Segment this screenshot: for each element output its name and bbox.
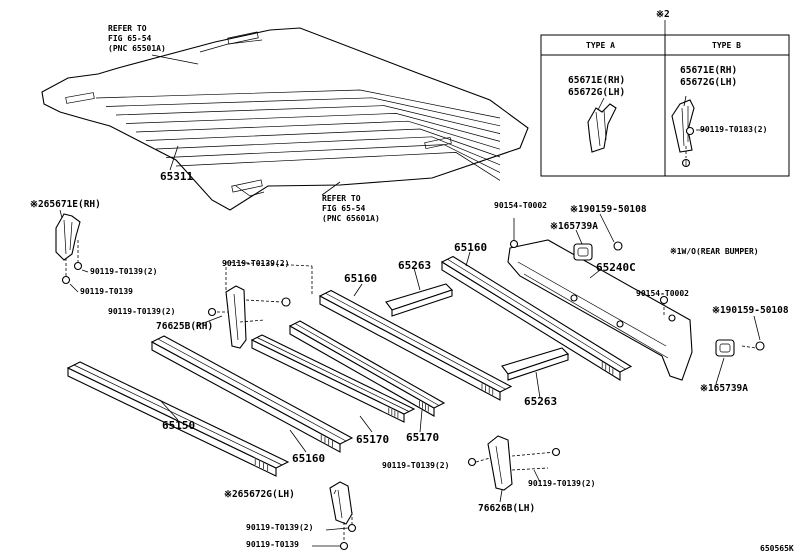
part-number-65160-c: 65160 bbox=[292, 452, 326, 465]
leader-65160-b bbox=[465, 251, 471, 267]
part-number-65150: 65150 bbox=[162, 419, 196, 432]
nut-label-mid: 90154-T0002 bbox=[636, 289, 689, 298]
leader-65160-a bbox=[353, 283, 363, 297]
bolt-label-mid-side: 90119-T0139(2) bbox=[108, 307, 176, 316]
part-number-65263-b: 65263 bbox=[524, 395, 558, 408]
type-a-header: TYPE A bbox=[586, 41, 615, 50]
floor-rib bbox=[115, 105, 501, 134]
nut-icon bbox=[509, 239, 669, 305]
part-number-65263-a: 65263 bbox=[398, 259, 432, 272]
hex-bolt-icon bbox=[681, 126, 695, 168]
hex-bolt-icon bbox=[467, 447, 561, 467]
leader-65311 bbox=[169, 145, 179, 171]
part-number-65160-b: 65160 bbox=[454, 241, 488, 254]
leader-65170-b bbox=[419, 409, 423, 433]
type-b-part-lh: 65672G(LH) bbox=[680, 77, 738, 88]
rail-65150 bbox=[66, 361, 290, 477]
bolt-label-90159-mid: ※190159-50108 bbox=[712, 305, 789, 316]
bracket-icon bbox=[225, 285, 247, 349]
type-b-bolt: 90119-T0183(2) bbox=[700, 125, 768, 134]
floor-rib bbox=[155, 136, 501, 166]
nut-label-top: 90154-T0002 bbox=[494, 201, 547, 210]
cross-member-65263-upper bbox=[385, 283, 454, 317]
type-table bbox=[540, 20, 790, 177]
hex-bolt-icon bbox=[207, 297, 291, 317]
type-b-header: TYPE B bbox=[712, 41, 741, 50]
part-number-65160-a: 65160 bbox=[344, 272, 378, 285]
bracket-icon bbox=[587, 103, 617, 153]
bracket-icon bbox=[55, 213, 81, 261]
bolt-label-bottom-left: 90119-T0139(2) bbox=[382, 461, 450, 470]
floor-rib bbox=[145, 128, 501, 158]
bolt-label-bottom-1: 90119-T0139 bbox=[246, 540, 299, 549]
hex-bolt-icon bbox=[61, 261, 83, 285]
hex-bolt-icon bbox=[339, 523, 357, 551]
bolt-label-bottom-right: 90119-T0139(2) bbox=[528, 479, 596, 488]
rear-sill-65240c bbox=[507, 239, 693, 381]
type-a-part-lh: 65672G(LH) bbox=[568, 87, 626, 98]
type-a-part-rh: 65671E(RH) bbox=[568, 75, 626, 86]
bracket-76625b-label: 76625B(RH) bbox=[156, 321, 214, 332]
figure-code: 650565K bbox=[760, 544, 794, 553]
cross-member-65263-lower bbox=[501, 347, 570, 381]
bolt-label-90159-top: ※190159-50108 bbox=[570, 204, 647, 215]
leader-65150 bbox=[159, 399, 179, 421]
floor-rib bbox=[175, 152, 501, 181]
stopper-label-top: ※165739A bbox=[550, 221, 598, 232]
bracket-icon bbox=[487, 435, 513, 491]
leader-refer-bottom bbox=[321, 181, 341, 196]
leader-refer-top bbox=[151, 54, 199, 65]
bolt-label-bottom-2: 90119-T0139(2) bbox=[246, 523, 314, 532]
floor-rib bbox=[135, 120, 501, 150]
type-b-part-rh: 65671E(RH) bbox=[680, 65, 738, 76]
floor-rib bbox=[105, 97, 501, 127]
part-number-65240c: 65240C bbox=[596, 261, 636, 274]
stopper-label-mid: ※165739A bbox=[700, 383, 748, 394]
leader-65160-c bbox=[289, 429, 307, 453]
rail-65170-b bbox=[288, 320, 446, 417]
bolt-label-mid-top: 90119-T0139(2) bbox=[222, 259, 290, 268]
bracket-lh-label: ※265672G(LH) bbox=[224, 489, 295, 500]
refer-note-top: REFER TO FIG 65-54 (PNC 65501A) bbox=[108, 24, 166, 53]
part-number-65170-b: 65170 bbox=[406, 431, 440, 444]
refer-note-bottom: REFER TO FIG 65-54 (PNC 65601A) bbox=[322, 194, 380, 223]
bolt-label-left-2: 90119-T0139(2) bbox=[90, 267, 158, 276]
rubber-stopper-icon bbox=[573, 243, 735, 357]
bracket-icon bbox=[671, 99, 695, 153]
bracket-76626b-label: 76626B(LH) bbox=[478, 503, 536, 514]
floor-rib bbox=[125, 113, 501, 142]
part-number-65170-a: 65170 bbox=[356, 433, 390, 446]
note-2-marker: ※2 bbox=[656, 9, 670, 20]
rail-65160-front bbox=[150, 335, 354, 453]
bracket-rh-label: ※265671E(RH) bbox=[30, 199, 101, 210]
floor-panel-65311 bbox=[41, 27, 529, 211]
rail-65160-mid bbox=[318, 289, 513, 401]
leader-65170-a bbox=[359, 415, 373, 433]
rail-65170-a bbox=[250, 334, 416, 423]
hex-bolt-icon bbox=[613, 241, 765, 351]
note-1-without-rear-bumper: ※1W/O(REAR BUMPER) bbox=[670, 247, 759, 256]
bracket-icon bbox=[329, 481, 353, 525]
part-number-65311: 65311 bbox=[160, 170, 194, 183]
bolt-label-left-1: 90119-T0139 bbox=[80, 287, 133, 296]
rail-65160-rear bbox=[440, 255, 633, 381]
floor-rib bbox=[95, 89, 501, 119]
